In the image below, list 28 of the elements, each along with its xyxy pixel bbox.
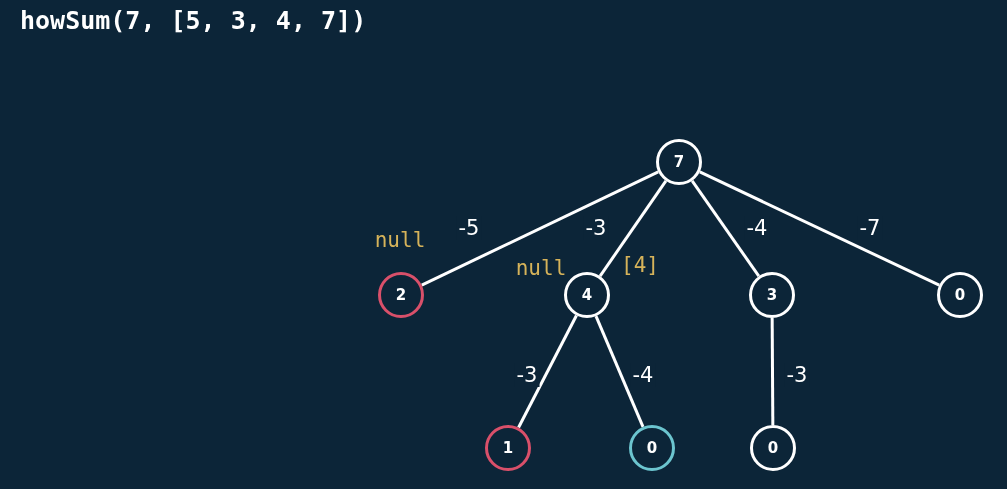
return-value-label: null	[374, 228, 426, 252]
node-value: 2	[395, 286, 407, 304]
tree-node-circle	[749, 272, 795, 318]
tree-edge	[517, 314, 578, 429]
node-value: 1	[502, 439, 514, 457]
node-value: 0	[954, 286, 966, 304]
tree-edge	[699, 170, 940, 287]
node-value: 4	[581, 286, 593, 304]
edge-label: -3	[514, 363, 540, 387]
tree-node-circle	[378, 272, 424, 318]
tree-edge	[770, 318, 775, 425]
node-value: 7	[673, 153, 685, 171]
tree-node-circle	[629, 425, 675, 471]
tree-edge	[598, 180, 668, 277]
return-value-label: null	[515, 256, 567, 280]
tree-edge	[421, 170, 659, 287]
tree-edge	[690, 180, 761, 277]
tree-edge	[594, 315, 645, 428]
tree-node-circle	[656, 139, 702, 185]
return-value-label: [4]	[621, 253, 659, 277]
tree-node-circle	[564, 272, 610, 318]
tree-node-circle	[750, 425, 796, 471]
tree-node-circle	[937, 272, 983, 318]
node-value: 0	[646, 439, 658, 457]
title: howSum(7, [5, 3, 4, 7])	[20, 6, 367, 35]
tree-node-circle	[485, 425, 531, 471]
node-value: 3	[766, 286, 778, 304]
node-value: 0	[767, 439, 779, 457]
